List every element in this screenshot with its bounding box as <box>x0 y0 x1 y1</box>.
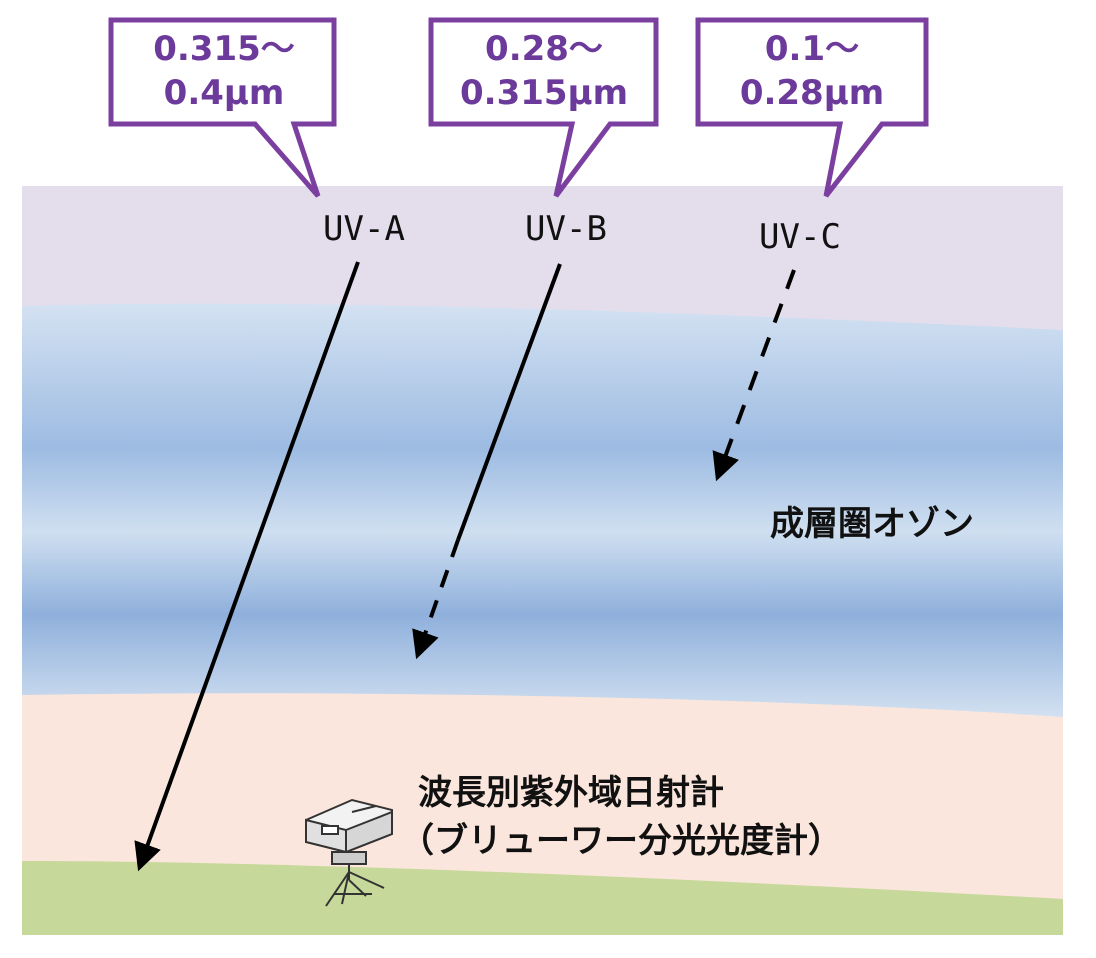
callout-box <box>108 17 337 198</box>
callout-uv-c: 0.1〜 0.28μm <box>695 17 929 198</box>
callout-box <box>428 17 659 198</box>
uv-a-arrow <box>134 261 360 872</box>
callout-uv-b: 0.28〜 0.315μm <box>428 17 659 198</box>
callout-uv-a: 0.315〜 0.4μm <box>108 17 337 198</box>
callout-line2: 0.315μm <box>460 73 628 113</box>
callout-line1: 0.1〜 <box>765 29 859 69</box>
ozone-layer <box>22 303 1063 718</box>
uv-b-arrow <box>412 263 562 660</box>
callout-line2: 0.4μm <box>164 73 285 113</box>
atmosphere-layers <box>22 186 1063 935</box>
instrument-label-line1: 波長別紫外域日射計 <box>418 773 724 813</box>
callout-line2: 0.28μm <box>740 73 884 113</box>
ozone-label: 成層圏オゾン <box>770 504 974 544</box>
uv-a-label: UV-A <box>323 209 405 249</box>
lower-atmosphere-layer <box>22 693 1063 900</box>
uv-b-label: UV-B <box>525 209 607 249</box>
callout-box <box>695 17 929 198</box>
uv-c-label: UV-C <box>759 217 841 257</box>
instrument-label-line2: （ブリューワー分光光度計） <box>400 821 842 861</box>
ground-layer <box>22 861 1063 935</box>
uv-c-arrow <box>712 269 796 482</box>
callout-line1: 0.28〜 <box>485 29 603 69</box>
spectrophotometer-on-tripod-icon <box>305 798 393 907</box>
callout-line1: 0.315〜 <box>153 29 295 69</box>
